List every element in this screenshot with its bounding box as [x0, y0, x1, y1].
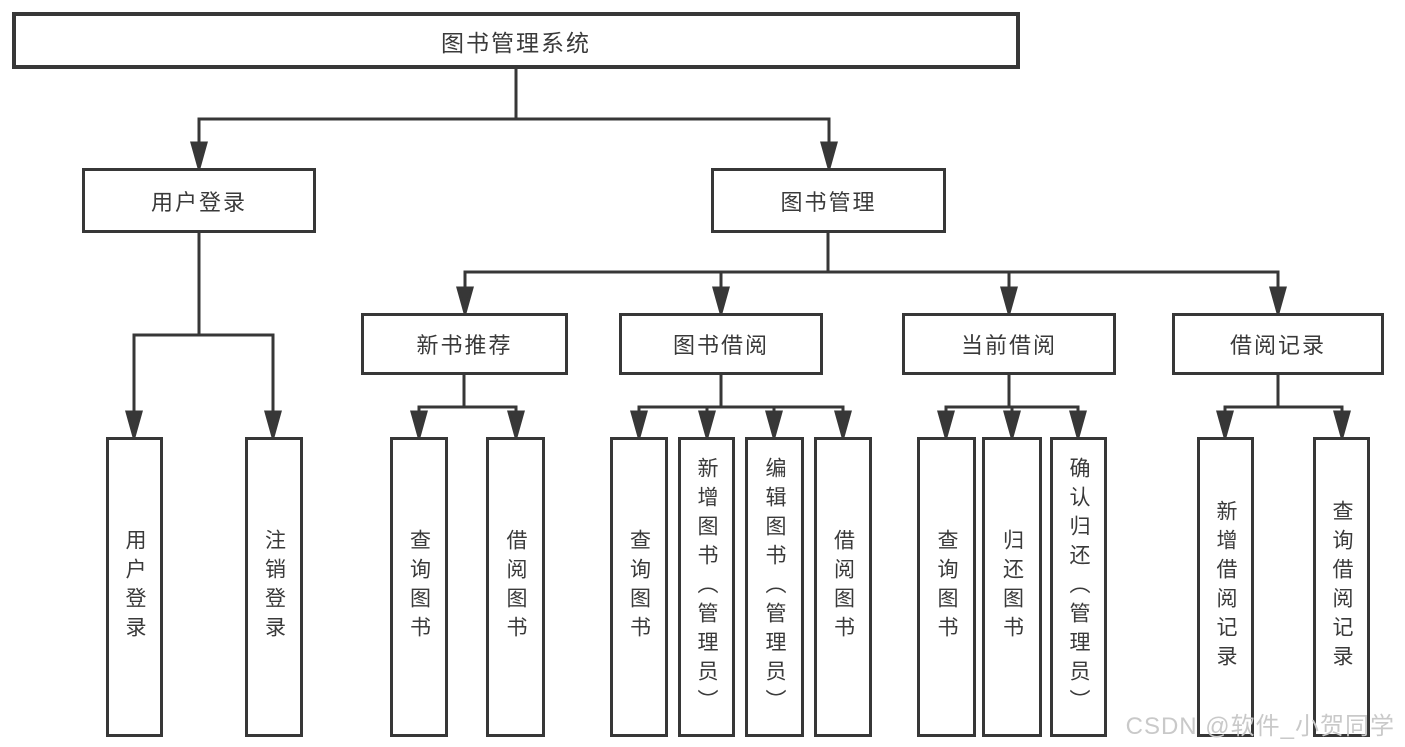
arrow-down-icon: [765, 410, 783, 443]
connector-user-login-to-leaves: [125, 231, 282, 443]
leaf-logout: 注销登录: [245, 437, 303, 737]
node-label: 新增借阅记录: [1214, 500, 1237, 674]
node-label: 查询图书: [627, 529, 651, 645]
node-new-book-recommendation: 新书推荐: [361, 313, 568, 375]
arrow-down-icon: [1003, 410, 1021, 443]
arrow-down-icon: [1216, 410, 1234, 443]
node-label: 查询图书: [935, 529, 958, 645]
node-label: 编辑图书（管理员）: [763, 456, 786, 718]
node-label: 当前借阅: [960, 333, 1057, 358]
leaf-newbook-query-books: 查询图书: [390, 437, 448, 737]
node-label: 借阅图书: [504, 529, 527, 645]
arrow-down-icon: [264, 410, 282, 443]
arrow-down-icon: [1269, 286, 1287, 319]
node-label: 用户登录: [123, 529, 146, 645]
arrow-down-icon: [698, 410, 716, 443]
leaf-current-query-books: 查询图书: [917, 437, 976, 737]
leaf-borrow-borrow-books: 借阅图书: [814, 437, 872, 737]
arrow-down-icon: [1333, 410, 1351, 443]
arrow-down-icon: [834, 410, 852, 443]
node-label: 归还图书: [1000, 529, 1024, 645]
node-label: 图书借阅: [672, 333, 769, 358]
node-label: 借阅记录: [1229, 333, 1326, 358]
node-label: 确认归还（管理员）: [1067, 456, 1090, 718]
node-label: 查询图书: [407, 529, 431, 645]
arrow-down-icon: [1069, 410, 1087, 443]
leaf-borrow-edit-books-admin: 编辑图书（管理员）: [745, 437, 804, 737]
arrow-down-icon: [410, 410, 428, 443]
arrow-down-icon: [937, 410, 955, 443]
connector-current-borrow-to-leaves: [937, 373, 1087, 443]
connector-borrow-records-to-leaves: [1216, 373, 1351, 443]
node-current-borrowing: 当前借阅: [902, 313, 1116, 375]
arrow-down-icon: [507, 410, 525, 443]
node-label: 图书管理: [780, 189, 877, 215]
leaf-user-login: 用户登录: [106, 437, 163, 737]
node-library-management-system: 图书管理系统: [12, 12, 1020, 69]
arrow-down-icon: [190, 141, 208, 174]
watermark: CSDN @软件_小贺同学: [1125, 713, 1395, 740]
connector-root-to-branches: [190, 67, 838, 174]
node-book-management: 图书管理: [711, 168, 946, 233]
node-label: 借阅图书: [831, 529, 855, 645]
node-label: 用户登录: [150, 189, 247, 215]
leaf-records-query-record: 查询借阅记录: [1313, 437, 1370, 737]
leaf-borrow-query-books: 查询图书: [610, 437, 668, 737]
connector-new-book-to-leaves: [410, 373, 525, 443]
node-label: 新书推荐: [416, 333, 513, 358]
arrow-down-icon: [456, 286, 474, 319]
arrow-down-icon: [630, 410, 648, 443]
leaf-borrow-add-books-admin: 新增图书（管理员）: [678, 437, 735, 737]
node-label: 注销登录: [262, 529, 286, 645]
leaf-current-return-books: 归还图书: [982, 437, 1042, 737]
node-user-login-branch: 用户登录: [82, 168, 316, 233]
connector-book-management-to-sections: [456, 231, 1287, 319]
arrow-down-icon: [1000, 286, 1018, 319]
node-borrowing-records: 借阅记录: [1172, 313, 1384, 375]
node-book-borrowing: 图书借阅: [619, 313, 823, 375]
connector-book-borrow-to-leaves: [630, 373, 852, 443]
node-label: 查询借阅记录: [1330, 500, 1353, 674]
arrow-down-icon: [712, 286, 730, 319]
leaf-newbook-borrow-books: 借阅图书: [486, 437, 545, 737]
node-label: 新增图书（管理员）: [695, 456, 718, 718]
node-label: 图书管理系统: [441, 29, 591, 56]
arrow-down-icon: [125, 410, 143, 443]
leaf-current-confirm-return-admin: 确认归还（管理员）: [1050, 437, 1107, 737]
leaf-records-add-record: 新增借阅记录: [1197, 437, 1254, 737]
arrow-down-icon: [820, 141, 838, 174]
